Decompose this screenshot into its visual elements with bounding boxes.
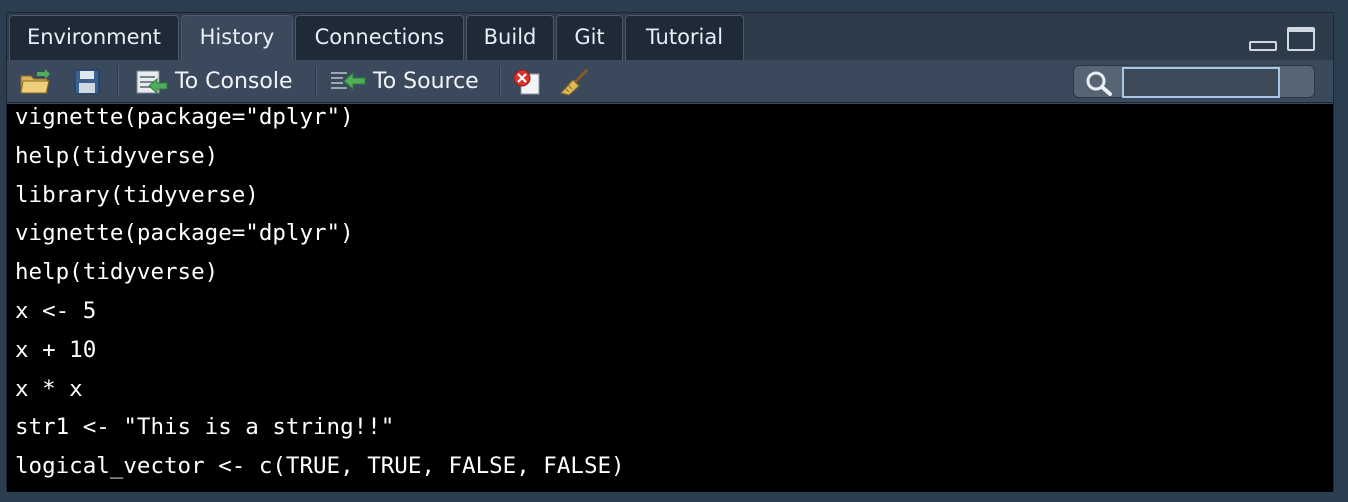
history-pane: Environment History Connections Build Gi… <box>6 12 1334 492</box>
pane-tab-bar: Environment History Connections Build Gi… <box>7 13 1333 60</box>
broom-icon[interactable] <box>559 68 591 96</box>
to-console-button[interactable]: To Console <box>135 64 293 98</box>
history-entry[interactable]: help(tidyverse) <box>15 142 219 169</box>
tab-build[interactable]: Build <box>466 15 554 60</box>
history-entry[interactable]: x + 10 <box>15 336 97 363</box>
history-entry[interactable]: x <- 5 <box>15 297 97 324</box>
save-icon[interactable] <box>71 68 103 96</box>
history-entry[interactable]: vignette(package="dplyr") <box>15 104 354 130</box>
to-console-label: To Console <box>175 68 293 94</box>
tab-tutorial[interactable]: Tutorial <box>625 15 744 60</box>
history-entry[interactable]: library(tidyverse) <box>15 181 259 208</box>
tab-connections[interactable]: Connections <box>295 15 464 60</box>
tab-history[interactable]: History <box>181 15 293 60</box>
to-source-icon <box>331 71 366 91</box>
maximize-pane-icon[interactable] <box>1287 27 1315 51</box>
history-entry[interactable]: str1 <- "This is a string!!" <box>15 414 395 441</box>
to-console-icon <box>136 70 168 95</box>
tab-git[interactable]: Git <box>556 15 623 60</box>
history-search-input[interactable] <box>1122 67 1280 98</box>
to-source-button[interactable]: To Source <box>329 64 479 98</box>
history-entry[interactable]: logical_vector <- c(TRUE, TRUE, FALSE, F… <box>15 453 625 480</box>
history-list[interactable]: vignette(package="dplyr") help(tidyverse)… <box>7 104 1333 492</box>
tab-environment[interactable]: Environment <box>9 15 179 60</box>
minimize-pane-icon[interactable] <box>1249 41 1277 51</box>
search-icon <box>1086 71 1112 96</box>
history-entry[interactable]: vignette(package="dplyr") <box>15 220 354 247</box>
open-folder-icon[interactable] <box>19 68 51 96</box>
history-entry[interactable]: x * x <box>15 375 83 402</box>
history-entry[interactable]: help(tidyverse) <box>15 259 219 286</box>
history-search-box <box>1073 65 1315 98</box>
history-toolbar: To Console To Source <box>7 60 1333 103</box>
to-source-label: To Source <box>373 68 479 94</box>
delete-entry-icon[interactable] <box>511 68 543 96</box>
